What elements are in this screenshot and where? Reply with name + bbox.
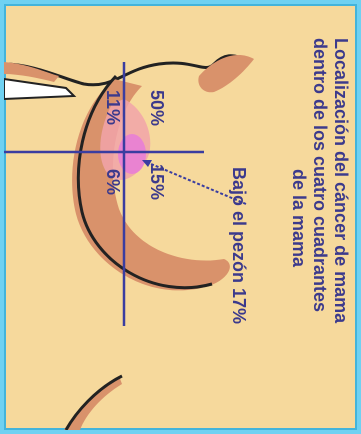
under-nipple-label: Bajo el pezón 17% (229, 167, 249, 324)
quadrant-lower-inner-label: 6% (103, 169, 123, 195)
armpit-highlight (4, 79, 74, 99)
title-line-1: Localización del cáncer de mama (331, 38, 351, 324)
title-line-2: dentro de los cuatro cuadrantes (310, 38, 330, 312)
breast-diagram: 50% 15% 11% 6% Localización del cáncer d… (4, 4, 357, 430)
quadrant-upper-inner-label: 15% (147, 164, 167, 200)
illustration-panel: 50% 15% 11% 6% Localización del cáncer d… (4, 4, 357, 430)
quadrant-lower-outer-label: 11% (103, 90, 123, 125)
title-line-3: de la mama (289, 169, 309, 268)
upper-shadow (198, 55, 254, 92)
tumor-zone (118, 134, 146, 174)
quadrant-upper-outer-label: 50% (147, 90, 167, 126)
